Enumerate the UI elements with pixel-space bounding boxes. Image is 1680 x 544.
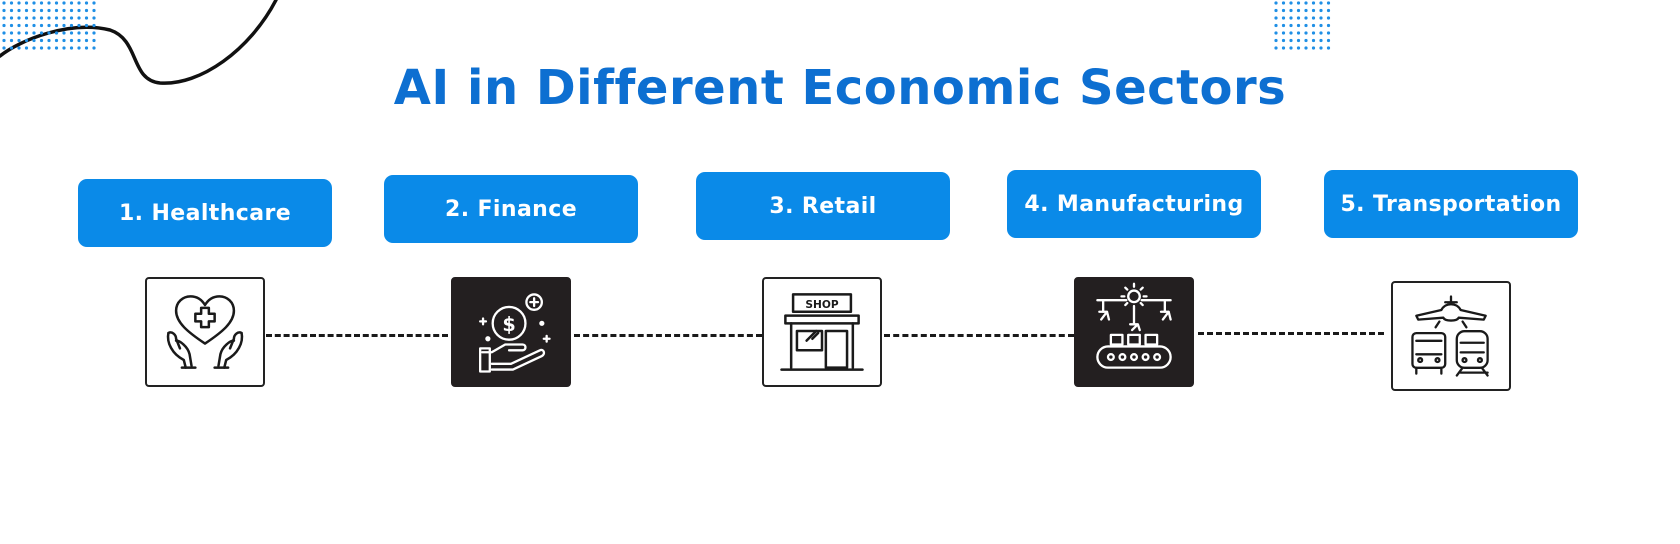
shop-icon: SHOP [762,277,882,387]
money-hand-icon: $ [451,277,571,387]
dot-grid-left-decoration [2,1,96,50]
heart-hands-icon [145,277,265,387]
conveyor-robot-icon [1074,277,1194,387]
sector-pill-manufacturing: 4. Manufacturing [1007,170,1261,238]
connector-line [574,334,762,337]
shop-sign-text: SHOP [805,299,839,311]
page-title: AI in Different Economic Sectors [393,60,1287,116]
sector-label: 4. Manufacturing [1024,191,1244,217]
sector-pill-retail: 3. Retail [696,172,950,240]
plane-bus-train-icon [1391,281,1511,391]
sector-label: 2. Finance [444,196,578,222]
sector-label: 1. Healthcare [118,200,292,226]
svg-text:$: $ [502,313,515,336]
sector-label: 3. Retail [769,193,877,219]
corner-curve-decoration [0,0,278,85]
sector-pill-healthcare: 1. Healthcare [78,179,332,247]
dot-grid-right-decoration [1274,1,1331,50]
connector-line [266,334,448,337]
sector-pill-finance: 2. Finance [384,175,638,243]
connector-line [1198,332,1384,335]
sector-pill-transportation: 5. Transportation [1324,170,1578,238]
sector-label: 5. Transportation [1340,191,1562,217]
connector-line [884,334,1074,337]
